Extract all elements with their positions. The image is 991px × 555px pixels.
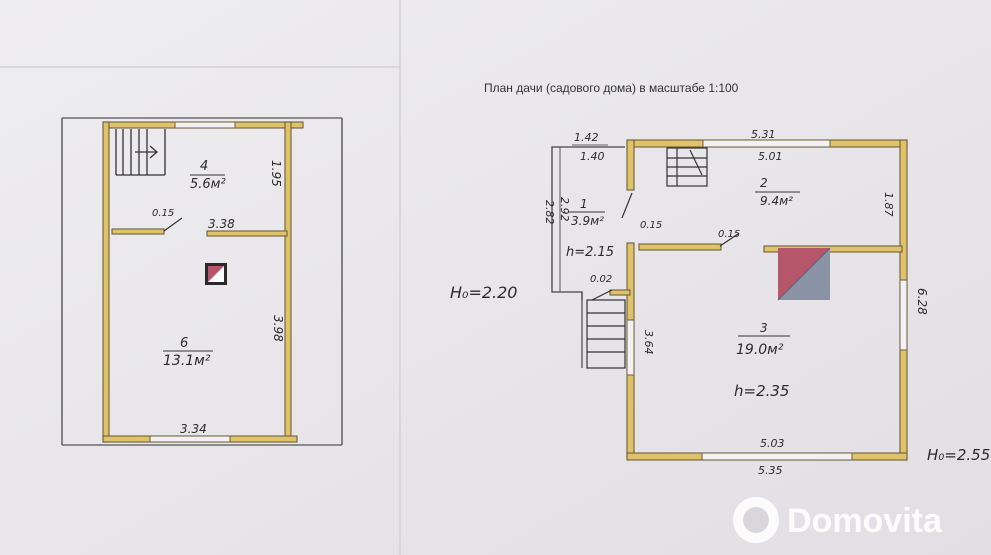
door-swing-2	[719, 233, 739, 247]
porch-stairs	[586, 299, 626, 369]
right-partition-b	[763, 245, 903, 253]
left-room4-number: 4	[200, 159, 208, 174]
dim-porch-top-inner: 1.40	[580, 150, 605, 163]
domovita-wordmark: Domovita	[787, 502, 943, 540]
room2-area: 9.4м²	[760, 194, 793, 208]
room1-number: 1	[580, 197, 588, 211]
right-window-bottom	[701, 452, 853, 461]
room3-area: 19.0м²	[736, 342, 784, 358]
dim-bottom-inner: 5.03	[760, 437, 785, 450]
dim-room2-top-inner: 5.01	[758, 150, 783, 163]
room1-area: 3.9м²	[571, 214, 604, 228]
left-partition-b	[206, 230, 288, 237]
right-wall-porch-stub	[626, 139, 635, 191]
door-swing-3	[591, 289, 613, 301]
dim-porch-top-outer: 1.42	[574, 131, 599, 144]
left-stairs	[115, 129, 166, 176]
left-window-top	[174, 121, 236, 129]
left-room6-area: 13.1м²	[163, 353, 211, 369]
dim-partition-b: 0.15	[718, 229, 740, 240]
dim-room2-top-outer: 5.31	[751, 128, 776, 141]
ground-mark-left: Н₀=2.20	[450, 283, 517, 302]
door-swing-1	[621, 192, 633, 219]
room2-number: 2	[760, 176, 768, 190]
left-dim-partition: 3.38	[208, 217, 235, 231]
right-partition-a	[638, 243, 722, 251]
dim-partition-a: 0.15	[640, 220, 662, 231]
room1-height: h=2.15	[566, 245, 614, 260]
room3-number: 3	[760, 321, 768, 335]
right-porch-door-stub	[609, 289, 631, 296]
left-wall-right	[284, 121, 292, 443]
left-plan: 4 13.1м² 5.6м² 6 13.1м² 0.15 3.38 3.34 1…	[61, 117, 343, 446]
domovita-watermark: Domovita	[733, 497, 943, 543]
room3-height: h=2.35	[734, 382, 789, 400]
dim-porch-left-outer: 2.82	[543, 200, 556, 225]
left-room6-number: 6	[180, 336, 188, 351]
left-partition-a	[111, 228, 165, 235]
left-room4-area-text: 5.6м²	[190, 177, 226, 192]
right-plan: 1 3.9м² h=2.15 2 9.4м² 3 19.0м² h=2.35 1…	[450, 128, 990, 477]
left-dim-top-height: 1.95	[269, 160, 283, 187]
dim-stair-wall: 3.64	[642, 330, 655, 355]
left-dim-bottom: 3.34	[180, 422, 207, 436]
right-chimney	[777, 247, 831, 301]
left-wall-left	[102, 121, 110, 443]
right-window-top	[702, 139, 831, 148]
right-stairs	[666, 147, 708, 187]
plan-title: План дачи (садового дома) в масштабе 1:1…	[484, 81, 739, 95]
dim-bottom-outer: 5.35	[758, 464, 783, 477]
right-window-right	[899, 279, 908, 351]
left-door-swing	[163, 217, 183, 232]
left-chimney	[205, 263, 227, 285]
right-window-left	[626, 319, 635, 376]
left-window-bottom	[149, 435, 231, 443]
domovita-logo-inner	[743, 507, 769, 533]
dim-porch-left-inner: 2.92	[558, 197, 571, 222]
ground-mark-right: Н₀=2.55	[927, 446, 990, 464]
left-dim-gap: 0.15	[152, 208, 174, 219]
dim-door-gap: 0.02	[590, 274, 612, 285]
left-dim-right-height: 3.98	[271, 315, 285, 342]
dim-right-height: 6.28	[915, 288, 929, 315]
dim-room2-right: 1.87	[882, 192, 895, 217]
